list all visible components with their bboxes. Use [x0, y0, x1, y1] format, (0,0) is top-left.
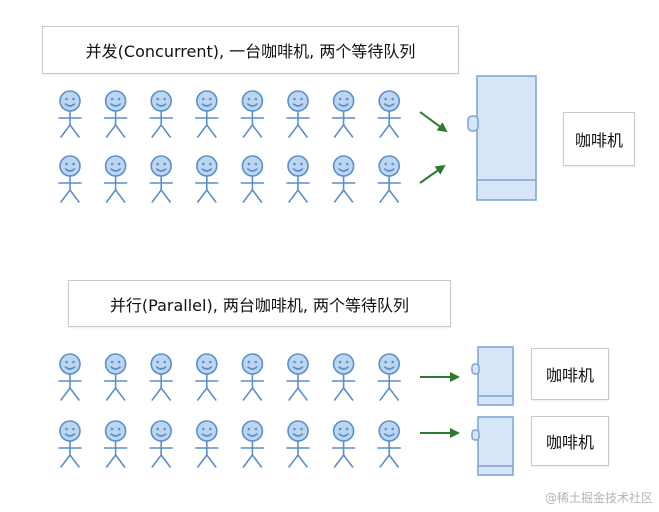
- person-icon: [286, 90, 310, 138]
- person-icon: [377, 155, 402, 203]
- coffee-machine-label-top: 咖啡机: [563, 112, 635, 166]
- person-icon: [286, 420, 310, 468]
- person-icon: [149, 353, 173, 401]
- person-icon: [331, 155, 356, 203]
- queue-bottom-2: [58, 420, 402, 468]
- person-icon: [377, 420, 402, 468]
- title-parallel: 并行(Parallel), 两台咖啡机, 两个等待队列: [68, 280, 451, 327]
- person-icon: [286, 155, 310, 203]
- person-icon: [58, 353, 82, 401]
- people-layer: [58, 90, 402, 468]
- person-icon: [377, 353, 402, 401]
- person-icon: [286, 353, 310, 401]
- queue-bottom-1: [58, 353, 402, 401]
- person-icon: [195, 420, 219, 468]
- coffee-machine-label-bottom-1: 咖啡机: [531, 348, 609, 400]
- person-icon: [240, 155, 265, 203]
- title-concurrent: 并发(Concurrent), 一台咖啡机, 两个等待队列: [42, 26, 459, 74]
- person-icon: [103, 353, 128, 401]
- coffee-machine-bottom-2: [471, 416, 514, 476]
- person-icon: [195, 155, 219, 203]
- person-icon: [240, 90, 265, 138]
- queue-top-1: [58, 90, 402, 138]
- person-icon: [58, 90, 82, 138]
- person-icon: [240, 353, 265, 401]
- person-icon: [149, 420, 173, 468]
- person-icon: [377, 90, 402, 138]
- person-icon: [58, 155, 82, 203]
- person-icon: [331, 90, 356, 138]
- person-icon: [331, 420, 356, 468]
- watermark: @稀土掘金技术社区: [544, 491, 653, 505]
- person-icon: [149, 90, 173, 138]
- person-icon: [103, 90, 128, 138]
- person-icon: [331, 353, 356, 401]
- coffee-machine-label-bottom-2: 咖啡机: [531, 416, 609, 466]
- arrow-top-queue-1: [419, 111, 448, 133]
- person-icon: [103, 155, 128, 203]
- person-icon: [103, 420, 128, 468]
- person-icon: [149, 155, 173, 203]
- coffee-machine-top: [467, 75, 537, 201]
- coffee-machine-bottom-1: [471, 346, 514, 406]
- queue-top-2: [58, 155, 402, 203]
- person-icon: [240, 420, 265, 468]
- person-icon: [58, 420, 82, 468]
- arrow-top-queue-2: [419, 164, 446, 184]
- person-icon: [195, 90, 219, 138]
- person-icon: [195, 353, 219, 401]
